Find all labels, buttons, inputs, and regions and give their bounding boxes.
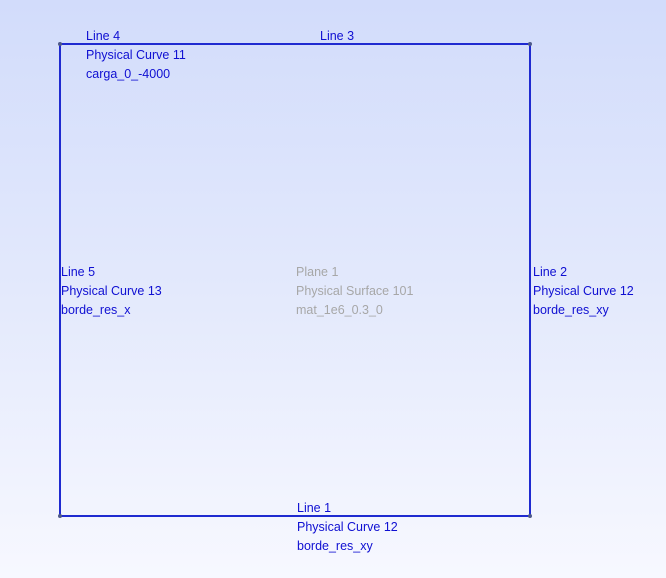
corner-point-top-right [528, 42, 532, 46]
line-2-physical: Physical Curve 12 [533, 284, 634, 298]
line-4-name: Line 4 [86, 29, 121, 43]
line-3-name: Line 3 [320, 29, 355, 43]
line-2-name: Line 2 [533, 265, 568, 279]
line-2-label: Line 2 Physical Curve 12 borde_res_xy [533, 263, 634, 320]
plane-1-physical: Physical Surface 101 [296, 284, 414, 298]
plane-1-material: mat_1e6_0.3_0 [296, 303, 383, 317]
line-4-tag: carga_0_-4000 [86, 67, 171, 81]
line-1-name: Line 1 [297, 501, 332, 515]
line-1-label: Line 1 Physical Curve 12 borde_res_xy [297, 499, 398, 556]
line-3-label: Line 3 [320, 27, 354, 46]
line-4-label: Line 4 Physical Curve 11 carga_0_-4000 [86, 27, 186, 84]
line-1-physical: Physical Curve 12 [297, 520, 398, 534]
line-5-name: Line 5 [61, 265, 96, 279]
line-5-physical: Physical Curve 13 [61, 284, 162, 298]
corner-point-bottom-left [58, 514, 62, 518]
line-4-physical: Physical Curve 11 [86, 48, 186, 62]
corner-point-bottom-right [528, 514, 532, 518]
plane-1-name: Plane 1 [296, 265, 339, 279]
plane-1-label: Plane 1 Physical Surface 101 mat_1e6_0.3… [296, 263, 413, 320]
corner-point-top-left [58, 42, 62, 46]
square-boundary [59, 43, 531, 517]
line-5-tag: borde_res_x [61, 303, 131, 317]
line-2-tag: borde_res_xy [533, 303, 609, 317]
line-5-label: Line 5 Physical Curve 13 borde_res_x [61, 263, 162, 320]
line-1-tag: borde_res_xy [297, 539, 373, 553]
